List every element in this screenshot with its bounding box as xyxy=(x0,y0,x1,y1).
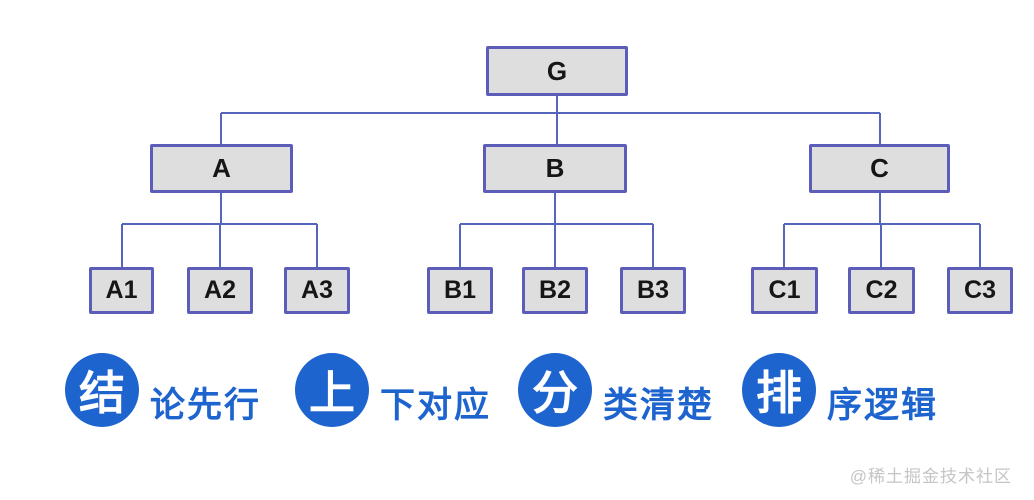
principle-text: 论先行 xyxy=(150,386,262,425)
tree-node-g: G xyxy=(486,46,628,96)
watermark: @稀土掘金技术社区 xyxy=(849,467,1012,486)
tree-node-b2: B2 xyxy=(522,267,588,314)
principle-text: 类清楚 xyxy=(603,386,715,425)
principle-badge-circle: 上 xyxy=(295,353,369,427)
tree-node-c1: C1 xyxy=(751,267,818,314)
tree-node-c2: C2 xyxy=(848,267,915,314)
tree-node-a1: A1 xyxy=(89,267,154,314)
tree-node-b1: B1 xyxy=(427,267,493,314)
principle-text: 下对应 xyxy=(380,386,492,425)
tree-node-a3: A3 xyxy=(284,267,350,314)
tree-node-c: C xyxy=(809,144,950,193)
principle-clear-categories: 分 类清楚 xyxy=(518,353,714,427)
principle-logical-order: 排 序逻辑 xyxy=(742,353,938,427)
tree-node-a2: A2 xyxy=(187,267,253,314)
principle-badge-circle: 结 xyxy=(65,353,139,427)
principle-conclusion-first: 结 论先行 xyxy=(65,353,261,427)
principle-text: 序逻辑 xyxy=(827,386,939,425)
tree-node-b: B xyxy=(483,144,627,193)
tree-node-a: A xyxy=(150,144,293,193)
principle-badge-circle: 排 xyxy=(742,353,816,427)
tree-node-b3: B3 xyxy=(620,267,686,314)
tree-node-c3: C3 xyxy=(947,267,1013,314)
principle-top-down-correspond: 上 下对应 xyxy=(295,353,491,427)
principle-badge-circle: 分 xyxy=(518,353,592,427)
